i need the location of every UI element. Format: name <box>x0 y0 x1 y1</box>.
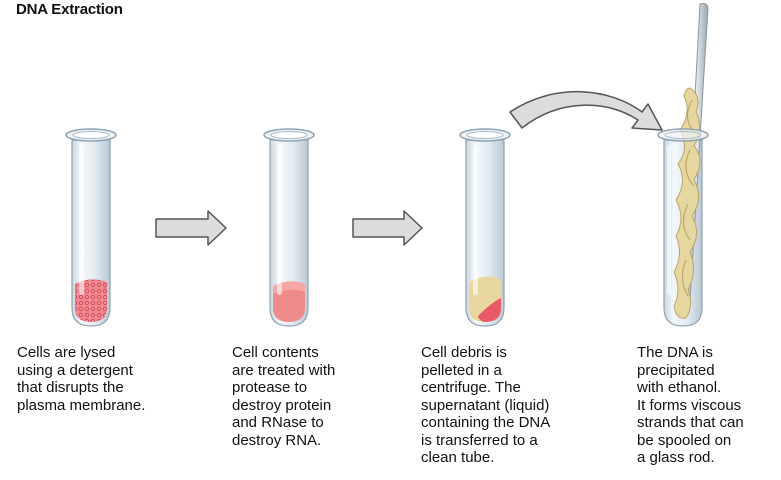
caption-line: containing the DNA <box>421 414 551 431</box>
caption-line: a glass rod. <box>637 449 715 466</box>
tube-1 <box>65 128 117 327</box>
caption-line: clean tube. <box>421 449 495 466</box>
caption-line: using a detergent <box>17 361 133 379</box>
caption-step-1: Cells are lysed using a detergent that d… <box>17 344 145 414</box>
caption-line: that disrupts the <box>17 379 124 396</box>
caption-line: be spooled on <box>637 431 732 449</box>
dna-strands <box>673 87 701 319</box>
caption-line: Cell contents <box>232 344 319 361</box>
caption-line: protease to <box>232 379 308 396</box>
caption-line: It forms viscous <box>637 396 742 414</box>
caption-line: is transferred to a <box>421 431 538 449</box>
caption-line: and RNase to <box>232 414 324 431</box>
caption-line: with ethanol. <box>637 379 722 396</box>
arrow-1 <box>155 210 227 246</box>
caption-line: supernatant (liquid) <box>421 396 550 414</box>
caption-line: plasma membrane. <box>17 396 146 414</box>
caption-step-4: The DNA is precipitated with ethanol. It… <box>637 344 744 467</box>
caption-line: Cells are lysed <box>17 344 116 361</box>
caption-line: destroy protein <box>232 396 332 414</box>
caption-line: are treated with <box>232 361 336 379</box>
tube-2 <box>263 128 315 327</box>
caption-line: The DNA is <box>637 344 713 361</box>
tube-4 <box>657 3 709 327</box>
transfer-curved-arrow <box>509 90 663 131</box>
caption-step-3: Cell debris is pelleted in a centrifuge.… <box>421 344 550 467</box>
caption-line: centrifuge. The <box>421 379 521 396</box>
caption-line: precipitated <box>637 361 715 379</box>
debris-pellet <box>478 298 501 322</box>
diagram-title: DNA Extraction <box>16 1 123 18</box>
caption-line: strands that can <box>637 414 744 431</box>
caption-line: destroy RNA. <box>232 431 322 449</box>
caption-step-2: Cell contents are treated with protease … <box>232 344 335 449</box>
caption-line: pelleted in a <box>421 361 502 379</box>
tube-3 <box>459 128 511 327</box>
caption-line: Cell debris is <box>421 344 507 361</box>
arrow-2 <box>352 210 423 246</box>
